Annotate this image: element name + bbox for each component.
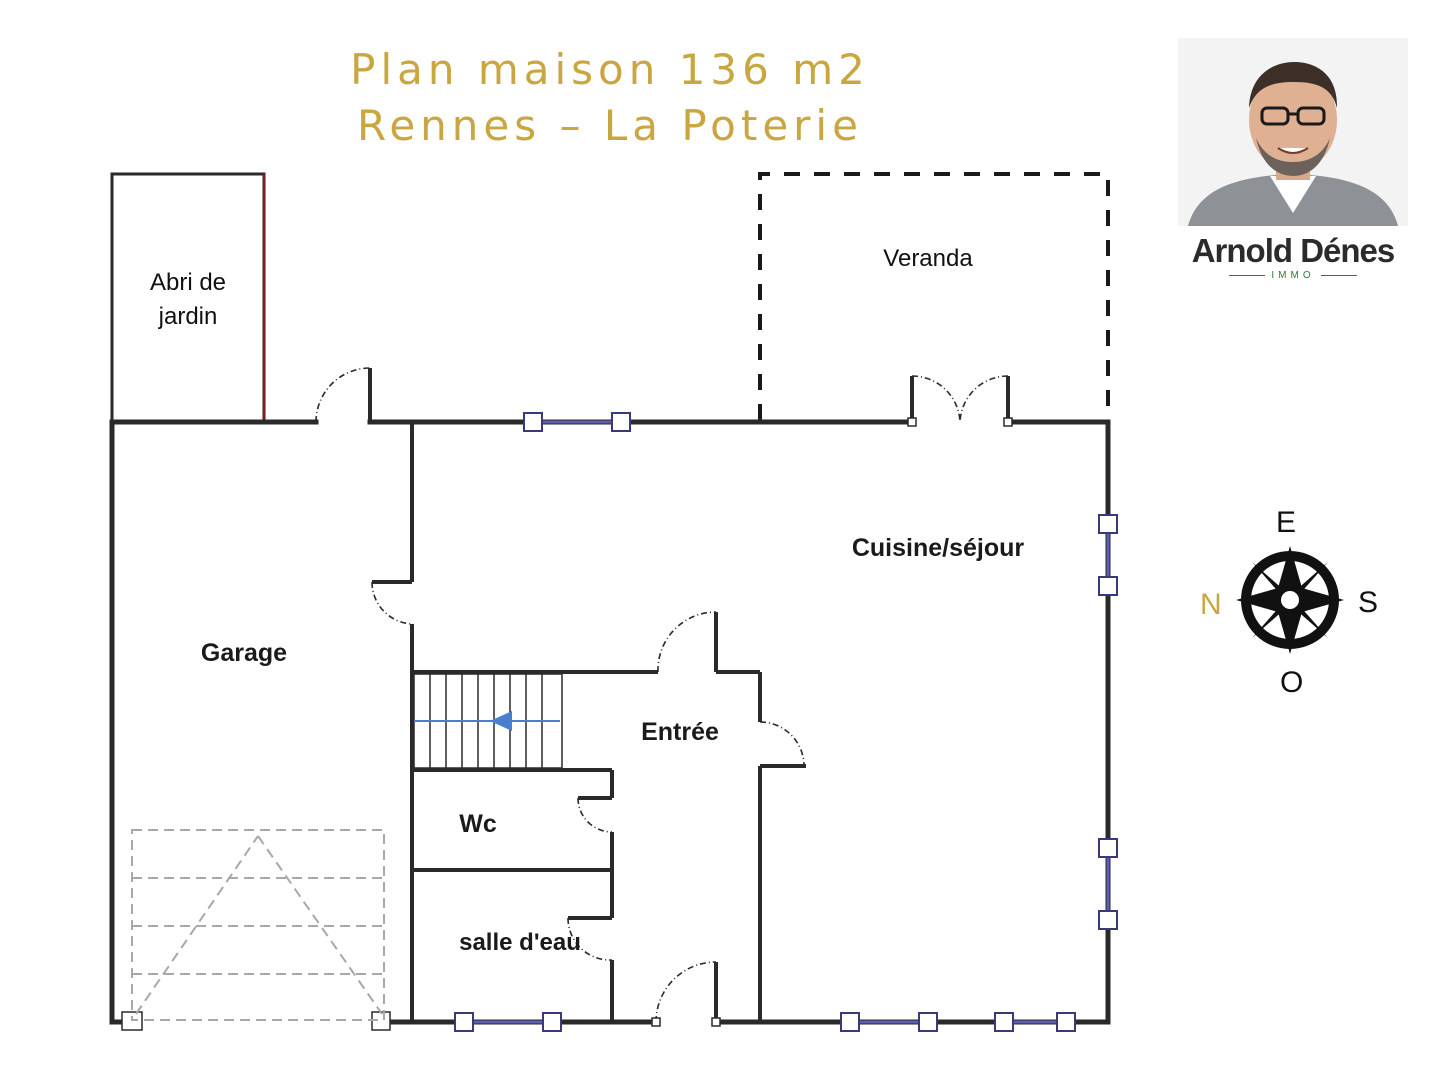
- window-frames: [454, 412, 1118, 1032]
- compass-label-north: N: [1200, 588, 1222, 621]
- room-label-abri-2: jardin: [158, 303, 218, 330]
- arrow-left-icon: [414, 711, 560, 731]
- interior-walls: [368, 368, 1010, 1022]
- room-label-entree: Entrée: [641, 718, 719, 746]
- compass-label-south: S: [1358, 586, 1379, 619]
- room-label-garage: Garage: [201, 639, 287, 667]
- exterior-walls: [109, 419, 1111, 1025]
- brand-logo: Arnold Dénes IMMO: [1178, 232, 1408, 284]
- room-label-cuisine: Cuisine/séjour: [852, 534, 1025, 562]
- room-label-salle-eau: salle d'eau: [459, 929, 581, 956]
- abri-shed: [110, 172, 266, 424]
- plan-title: Plan maison 136 m2: [350, 45, 870, 94]
- brand-name: Arnold Dénes: [1191, 232, 1396, 269]
- compass-label-east: E: [1276, 506, 1297, 539]
- agent-portrait: [1178, 38, 1408, 226]
- windows: [464, 420, 1110, 1024]
- garage-door: [131, 829, 385, 1021]
- door-swings: [315, 367, 1009, 1023]
- room-label-veranda: Veranda: [883, 245, 973, 272]
- brand-sub: IMMO: [1178, 270, 1408, 281]
- compass-rose-icon: [1236, 546, 1344, 654]
- room-label-abri-1: Abri de: [150, 269, 226, 296]
- plan-subtitle: Rennes – La Poterie: [357, 101, 863, 150]
- compass-label-west: O: [1280, 666, 1304, 699]
- compass-rose: E N S O: [1190, 500, 1390, 700]
- veranda-outline: [758, 172, 1110, 420]
- room-label-wc: Wc: [459, 810, 497, 838]
